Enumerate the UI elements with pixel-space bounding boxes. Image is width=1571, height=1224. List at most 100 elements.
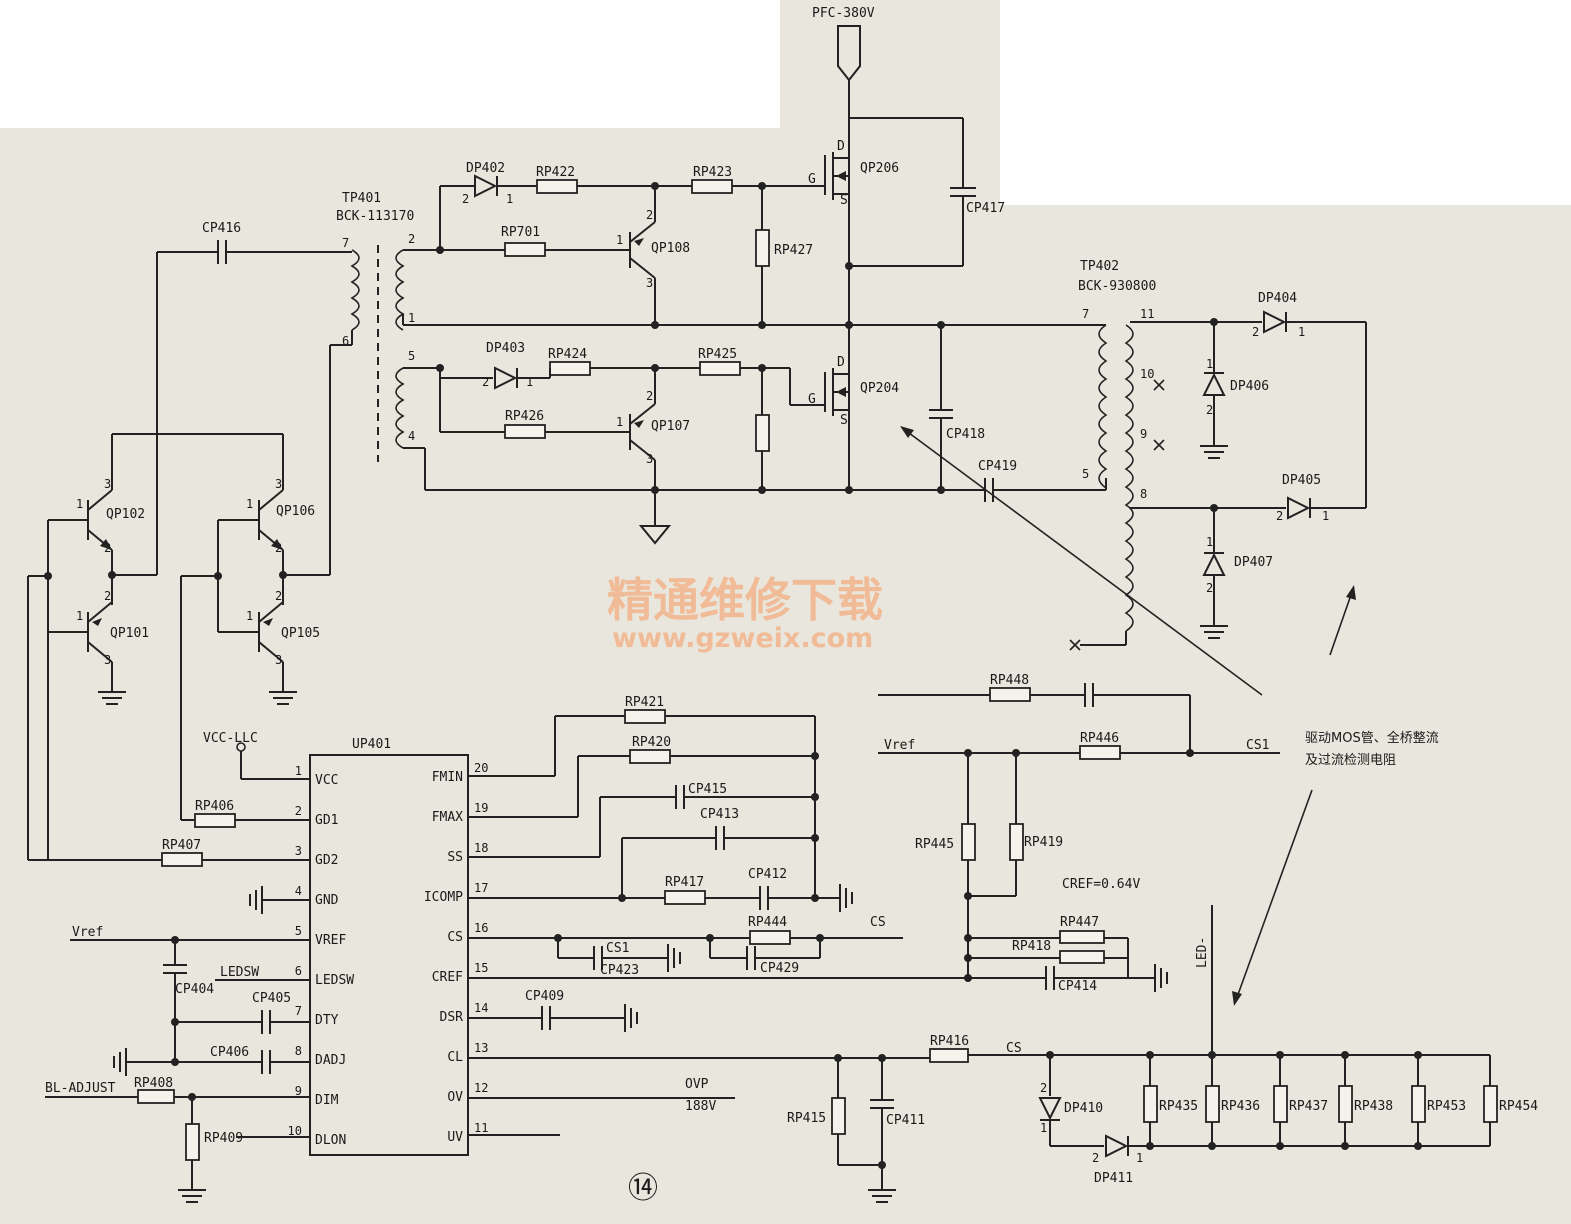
svg-text:1: 1	[76, 609, 83, 623]
svg-text:RP425: RP425	[698, 347, 737, 362]
svg-text:G: G	[808, 172, 816, 187]
resistor-rp419	[1009, 823, 1024, 861]
svg-text:1: 1	[76, 497, 83, 511]
svg-text:1: 1	[506, 192, 513, 206]
label-tp401: TP401	[342, 191, 381, 206]
ic-pin-number: 14	[474, 1001, 488, 1015]
svg-text:2: 2	[408, 232, 415, 246]
svg-text:1: 1	[1136, 1151, 1143, 1165]
ground	[98, 691, 126, 705]
svg-text:4: 4	[408, 429, 415, 443]
ic-pin-name: VREF	[315, 933, 346, 948]
ic-pin-number: 16	[474, 921, 488, 935]
svg-text:QP102: QP102	[106, 507, 145, 522]
page-number: ⑭	[628, 1171, 658, 1206]
label-vref-left: Vref	[72, 925, 103, 940]
label-cs-net2: CS	[1006, 1041, 1022, 1056]
label-tp401-part: BCK-113170	[336, 209, 414, 224]
label-cs1: CS1	[606, 941, 629, 956]
svg-text:RP417: RP417	[665, 875, 704, 890]
label-cs1-net: CS1	[1246, 738, 1269, 753]
transistor-qp107: 1 2 3 QP107	[616, 389, 690, 466]
ic-pin-number: 19	[474, 801, 488, 815]
label-tp402: TP402	[1080, 259, 1119, 274]
svg-text:DP402: DP402	[466, 161, 505, 176]
ground	[624, 1004, 638, 1032]
annotation-line1: 驱动MOS管、全桥整流	[1305, 730, 1439, 746]
ic-pin-number: 15	[474, 961, 488, 975]
ic-pin-number: 13	[474, 1041, 488, 1055]
resistor-rp701	[504, 242, 546, 257]
svg-text:3: 3	[646, 452, 653, 466]
svg-text:RP407: RP407	[162, 838, 201, 853]
resistor-rp435: RP435	[1143, 1055, 1198, 1146]
mosfet-qp204: D G S QP204	[808, 355, 899, 428]
label-cp415: CP415	[688, 782, 727, 797]
watermark-url: www.gzweix.com	[612, 623, 873, 654]
mosfet-qp206: D G S QP206	[808, 139, 899, 208]
svg-text:6: 6	[342, 334, 349, 348]
ic-up401	[309, 754, 469, 1156]
ic-left-pins: 1VCC2GD13GD24GND5VREF6LEDSW7DTY8DADJ9DIM…	[288, 764, 355, 1148]
svg-text:RP445: RP445	[915, 837, 954, 852]
ground	[1200, 625, 1228, 639]
svg-text:DP410: DP410	[1064, 1101, 1103, 1116]
ic-right-pins: 20FMIN19FMAX18SS17ICOMP16CS15CREF14DSR13…	[424, 761, 489, 1145]
svg-text:3: 3	[104, 477, 111, 491]
svg-text:11: 11	[1140, 307, 1154, 321]
svg-text:DP403: DP403	[486, 341, 525, 356]
resistor-rp447	[1059, 930, 1105, 944]
ic-pin-name: FMIN	[432, 770, 463, 785]
label-led-minus: LED-	[1195, 937, 1210, 968]
resistor-rp426	[504, 424, 546, 439]
resistor-rp444	[749, 930, 791, 945]
svg-text:RP448: RP448	[990, 673, 1029, 688]
resistor-label: RP437	[1289, 1099, 1328, 1114]
svg-text:8: 8	[1140, 487, 1147, 501]
ground	[667, 944, 681, 972]
annotation-arrows	[900, 426, 1356, 1006]
svg-text:QP206: QP206	[860, 161, 899, 176]
svg-text:DP404: DP404	[1258, 291, 1297, 306]
svg-text:2: 2	[104, 541, 111, 555]
svg-text:DP406: DP406	[1230, 379, 1269, 394]
label-cp423: CP423	[600, 963, 639, 978]
label-ledsw: LEDSW	[220, 965, 259, 980]
label-cp418: CP418	[946, 427, 985, 442]
ic-pin-name: VCC	[315, 773, 338, 788]
svg-text:QP106: QP106	[276, 504, 315, 519]
ic-pin-number: 1	[295, 764, 302, 778]
ic-pin-number: 10	[288, 1124, 302, 1138]
svg-text:2: 2	[275, 541, 282, 555]
diode-dp405: DP405 2 1	[1276, 473, 1329, 523]
svg-text:QP108: QP108	[651, 241, 690, 256]
ic-pin-number: 20	[474, 761, 488, 775]
ground	[178, 1189, 206, 1203]
svg-text:RP446: RP446	[1080, 731, 1119, 746]
resistor-label: RP453	[1427, 1099, 1466, 1114]
svg-text:RP427: RP427	[774, 243, 813, 258]
svg-text:RP447: RP447	[1060, 915, 1099, 930]
svg-text:1: 1	[408, 311, 415, 325]
label-bl-adjust: BL-ADJUST	[45, 1081, 116, 1096]
label-cp414: CP414	[1058, 979, 1097, 994]
svg-text:2: 2	[646, 208, 653, 222]
diode-dp402: DP402 2 1	[462, 161, 513, 206]
svg-text:10: 10	[1140, 367, 1154, 381]
label-ovp-v: 188V	[685, 1099, 716, 1114]
ground	[868, 1189, 896, 1203]
label-cp419: CP419	[978, 459, 1017, 474]
resistor-rp-unlabeled	[755, 414, 770, 452]
svg-text:D: D	[837, 139, 845, 154]
svg-text:RP421: RP421	[625, 695, 664, 710]
ic-pin-number: 17	[474, 881, 488, 895]
svg-text:2: 2	[462, 192, 469, 206]
svg-text:1: 1	[526, 375, 533, 389]
